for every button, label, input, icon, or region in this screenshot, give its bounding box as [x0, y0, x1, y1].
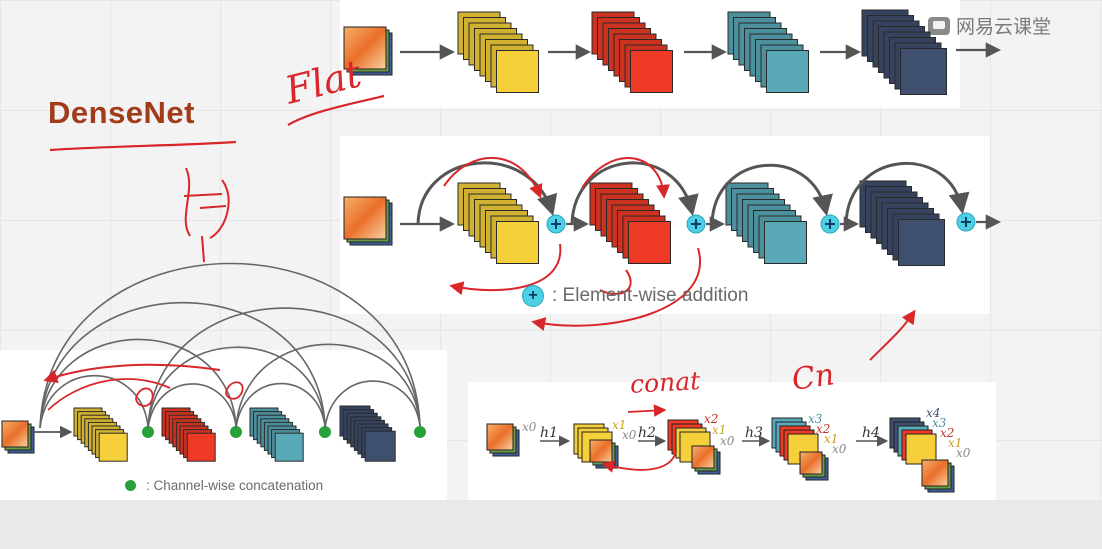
row1-block-red-layer: [630, 50, 673, 93]
concat-node-2: [230, 426, 242, 438]
row2-block-navy-layer: [898, 219, 945, 266]
red-back-arrow-dense: [43, 363, 221, 384]
add-node-1-plus: [551, 219, 561, 229]
red-loop-1: [135, 387, 154, 407]
dense-arc-7: [235, 382, 326, 429]
red-arc-1: [443, 156, 543, 199]
red-arc-2: [581, 157, 670, 199]
row3-block-yellow-layer: [98, 432, 128, 462]
row3-block-red-layer: [186, 432, 216, 462]
cat-image-icon: [1, 420, 29, 448]
skip-arc-3: [710, 163, 833, 225]
add-node-2-plus: [691, 219, 701, 229]
red-concat-hook: [601, 451, 677, 473]
dense-arc-6: [147, 307, 421, 429]
legend-channel-concatenation: : Channel-wise concatenation: [125, 478, 323, 493]
transition-h1: h1: [540, 425, 558, 441]
concat-node-4: [414, 426, 426, 438]
legend-element-wise-addition: + : Element-wise addition: [522, 285, 748, 307]
row1-block-yellow-layer: [496, 50, 539, 93]
dense-arc-0: [39, 374, 149, 429]
row2-block-red-layer: [628, 221, 671, 264]
label-x4: x4: [926, 406, 941, 420]
label-x1-c: x1: [824, 432, 839, 446]
cat-image-icon: [799, 451, 823, 475]
label-x2-a: x2: [704, 412, 719, 426]
handwriting-cnn: Cn: [789, 357, 837, 398]
label-x1-b: x1: [712, 423, 727, 437]
label-x1-a: x1: [612, 418, 627, 432]
dense-arc-4: [147, 383, 237, 429]
dense-arc-2: [39, 302, 326, 429]
red-hook: [599, 269, 632, 295]
label-x0-c: x0: [720, 434, 735, 448]
red-arrow-cnn: [869, 309, 916, 361]
watermark-text: 网易云课堂: [956, 16, 1052, 38]
dense-arc-3: [39, 262, 421, 429]
label-x3-b: x3: [932, 416, 947, 430]
dense-arc-1: [39, 338, 237, 429]
concat-node-3: [319, 426, 331, 438]
label-x2-b: x2: [816, 422, 831, 436]
red-back-arrow-2: [531, 247, 701, 331]
label-x3-a: x3: [808, 412, 823, 426]
concat-dot-icon: [125, 480, 136, 491]
dense-arc-9: [324, 380, 421, 429]
label-x0-a: x0: [522, 420, 537, 434]
transition-h3: h3: [745, 425, 763, 441]
cat-image-icon: [343, 196, 387, 240]
watermark-logo-icon: [928, 16, 950, 35]
add-node-4-plus: [961, 217, 971, 227]
add-node-3-plus: [825, 219, 835, 229]
handwritten-glyph: [183, 167, 230, 263]
plus-node-icon: +: [522, 285, 544, 307]
transition-h4: h4: [862, 425, 880, 441]
row2-block-teal-layer: [764, 221, 807, 264]
row3-block-navy-layer: [364, 430, 396, 462]
cat-image-icon: [691, 445, 715, 469]
cat-image-icon: [343, 26, 387, 70]
legend-concatenation-label: : Channel-wise concatenation: [146, 478, 324, 493]
label-x2-c: x2: [940, 426, 955, 440]
red-arc-dense: [47, 378, 171, 411]
label-x0-e: x0: [956, 446, 971, 460]
red-concat-arrow: [627, 404, 667, 417]
flat-underline: [287, 94, 385, 126]
row2-block-yellow-layer: [496, 221, 539, 264]
label-x0-d: x0: [832, 442, 847, 456]
transition-h2: h2: [638, 425, 656, 441]
skip-arc-4: [844, 162, 970, 225]
cat-image-icon: [921, 459, 949, 487]
legend-addition-label: : Element-wise addition: [552, 285, 749, 306]
row1-block-teal-layer: [766, 50, 809, 93]
watermark: 网易云课堂: [928, 12, 1051, 39]
title-underline: [49, 140, 237, 152]
row3-block-teal-layer: [274, 432, 304, 462]
dense-arc-8: [235, 343, 421, 429]
handwriting-concat: conat: [629, 366, 701, 399]
row1-block-navy-layer: [900, 48, 947, 95]
dense-stack-x4-layer: [905, 433, 937, 465]
label-x1-d: x1: [948, 436, 963, 450]
dense-arc-5: [147, 346, 326, 429]
red-loop-2: [225, 381, 244, 400]
page-title: DenseNet: [48, 95, 195, 130]
bottom-band: [0, 500, 1102, 549]
concat-node-1: [142, 426, 154, 438]
cat-image-icon: [486, 423, 514, 451]
skip-arc-2: [570, 161, 699, 225]
cat-image-icon: [589, 439, 613, 463]
label-x0-b: x0: [622, 428, 637, 442]
